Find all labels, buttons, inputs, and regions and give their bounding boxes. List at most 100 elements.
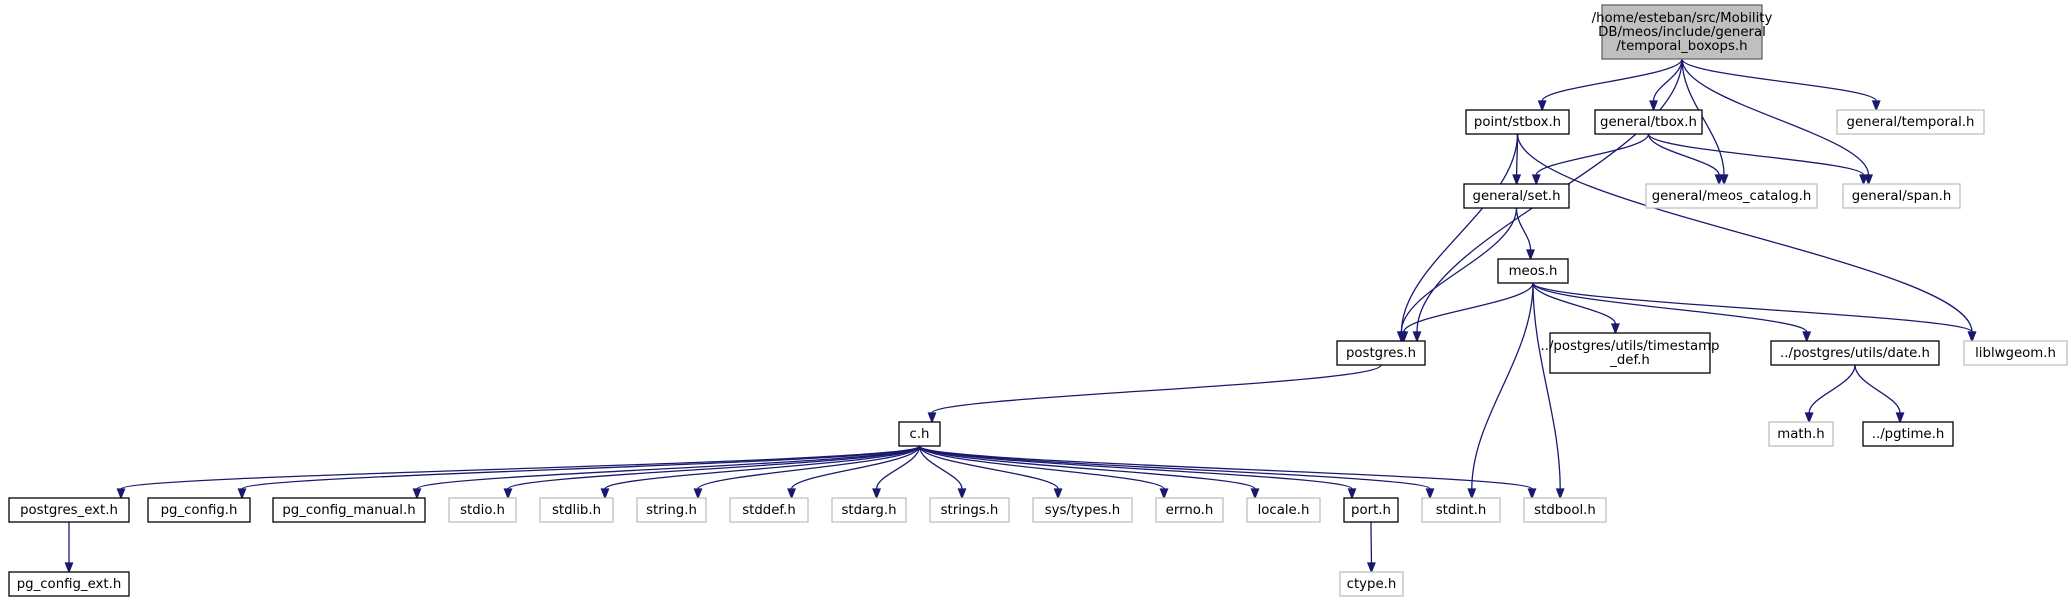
node-label-locale: locale.h: [1258, 503, 1310, 518]
arrowhead-port-to-ctype: [1366, 562, 1376, 574]
node-box-stdio: [448, 497, 517, 523]
node-box-catalog: [1645, 183, 1818, 209]
node-label-math: math.h: [1777, 427, 1824, 442]
node-box-temporal: [1836, 109, 1985, 135]
edge-c-to-port: [918, 445, 1353, 490]
node-root[interactable]: /home/esteban/src/MobilityDB/meos/includ…: [1592, 4, 1773, 60]
node-box-postgres: [1336, 340, 1426, 366]
node-pg_config_manual[interactable]: pg_config_manual.h: [272, 497, 426, 523]
node-label-stdbool: stdbool.h: [1534, 503, 1596, 518]
arrowhead-c-to-port: [1347, 488, 1357, 500]
node-label-date: ../postgres/utils/date.h: [1780, 346, 1930, 361]
node-box-pg_config: [147, 497, 251, 523]
edge-meos-to-date: [1532, 282, 1808, 333]
node-label-meos: meos.h: [1509, 264, 1558, 279]
edge-meos-to-postgres: [1403, 282, 1534, 333]
node-timestamp[interactable]: ../postgres/utils/timestamp_def.h: [1540, 332, 1720, 374]
node-label-pg_config_ext: pg_config_ext.h: [17, 577, 122, 592]
node-label-stbox: point/stbox.h: [1474, 115, 1561, 130]
node-postgres[interactable]: postgres.h: [1336, 340, 1426, 366]
arrowhead-set-to-meos: [1526, 249, 1535, 261]
edge-c-to-stdarg: [875, 445, 921, 490]
edge-root-to-stbox: [1541, 58, 1683, 102]
node-systypes: sys/types.h: [1032, 497, 1133, 523]
arrowhead-date-to-math: [1804, 412, 1814, 424]
node-label-root: /temporal_boxops.h: [1616, 39, 1747, 54]
arrowhead-stbox-to-set: [1512, 174, 1522, 186]
edge-root-to-span: [1681, 58, 1870, 176]
edge-c-to-string: [697, 445, 921, 490]
arrowhead-c-to-stdint: [1425, 488, 1435, 500]
node-label-temporal: general/temporal.h: [1847, 115, 1975, 130]
arrowhead-c-to-locale: [1250, 488, 1260, 500]
node-label-systypes: sys/types.h: [1045, 503, 1121, 518]
node-label-c: c.h: [910, 427, 930, 442]
edge-c-to-pg_config_manual: [416, 445, 921, 490]
edge-c-to-stdint: [918, 445, 1431, 490]
node-box-c: [898, 421, 941, 447]
arrowhead-c-to-stdlib: [600, 488, 610, 500]
edge-tbox-to-set: [1535, 133, 1650, 176]
arrowhead-postgres-to-c: [927, 412, 937, 424]
arrowhead-meos-to-stdint: [1467, 488, 1477, 500]
arrowhead-meos-to-liblwgeom: [1967, 331, 1977, 343]
node-box-liblwgeom: [1963, 340, 2068, 366]
edge-meos-to-timestamp: [1532, 282, 1617, 325]
node-label-postgres_ext: postgres_ext.h: [20, 503, 118, 518]
node-liblwgeom: liblwgeom.h: [1963, 340, 2068, 366]
node-box-locale: [1246, 497, 1321, 523]
node-box-pg_config_manual: [272, 497, 426, 523]
node-catalog: general/meos_catalog.h: [1645, 183, 1818, 209]
node-label-stdlib: stdlib.h: [552, 503, 601, 518]
arrowhead-c-to-string: [693, 488, 703, 500]
arrowhead-c-to-errno: [1159, 488, 1169, 500]
edge-postgres-to-c: [931, 364, 1382, 414]
arrowhead-c-to-pg_config_manual: [412, 488, 422, 500]
node-pgtime[interactable]: ../pgtime.h: [1862, 421, 1954, 447]
node-postgres_ext[interactable]: postgres_ext.h: [8, 497, 130, 523]
node-ctype: ctype.h: [1339, 571, 1404, 597]
nodes: /home/esteban/src/MobilityDB/meos/includ…: [8, 4, 2068, 597]
arrowhead-tbox-to-set: [1531, 174, 1541, 186]
node-box-stbox: [1465, 109, 1570, 135]
arrowhead-root-to-stbox: [1537, 100, 1547, 112]
node-stdint: stdint.h: [1421, 497, 1501, 523]
arrowhead-root-to-postgres: [1412, 331, 1422, 343]
edge-stbox-to-liblwgeom: [1516, 133, 1973, 333]
node-label-postgres: postgres.h: [1346, 346, 1416, 361]
node-label-stddef: stddef.h: [742, 503, 796, 518]
edge-c-to-stddef: [790, 445, 921, 490]
arrowhead-c-to-stdbool: [1527, 488, 1537, 500]
node-stbox[interactable]: point/stbox.h: [1465, 109, 1570, 135]
node-box-pg_config_ext: [8, 571, 130, 597]
arrowhead-c-to-stddef: [787, 488, 797, 500]
edge-date-to-pgtime: [1854, 364, 1901, 414]
node-label-string: string.h: [646, 503, 697, 518]
node-tbox[interactable]: general/tbox.h: [1594, 109, 1703, 135]
edge-meos-to-stdint: [1471, 282, 1534, 490]
edge-set-to-postgres: [1400, 207, 1518, 333]
node-box-stddef: [729, 497, 809, 523]
node-pg_config[interactable]: pg_config.h: [147, 497, 251, 523]
node-date[interactable]: ../postgres/utils/date.h: [1770, 340, 1940, 366]
node-meos[interactable]: meos.h: [1497, 258, 1569, 284]
node-c[interactable]: c.h: [898, 421, 941, 447]
edge-c-to-postgres_ext: [120, 445, 921, 490]
node-label-stdint: stdint.h: [1436, 503, 1487, 518]
arrowhead-c-to-postgres_ext: [116, 488, 126, 500]
arrowhead-meos-to-stdbool: [1555, 488, 1565, 500]
node-label-root: /home/esteban/src/Mobility: [1592, 11, 1773, 26]
node-temporal: general/temporal.h: [1836, 109, 1985, 135]
node-box-meos: [1497, 258, 1569, 284]
edge-tbox-to-span: [1647, 133, 1865, 176]
node-stdio: stdio.h: [448, 497, 517, 523]
edge-c-to-locale: [918, 445, 1256, 490]
node-box-tbox: [1594, 109, 1703, 135]
node-label-timestamp: _def.h: [1609, 353, 1650, 368]
node-stddef: stddef.h: [729, 497, 809, 523]
node-box-set: [1463, 183, 1570, 209]
node-label-ctype: ctype.h: [1347, 577, 1397, 592]
node-set[interactable]: general/set.h: [1463, 183, 1570, 209]
node-pg_config_ext[interactable]: pg_config_ext.h: [8, 571, 130, 597]
node-port[interactable]: port.h: [1343, 497, 1399, 523]
